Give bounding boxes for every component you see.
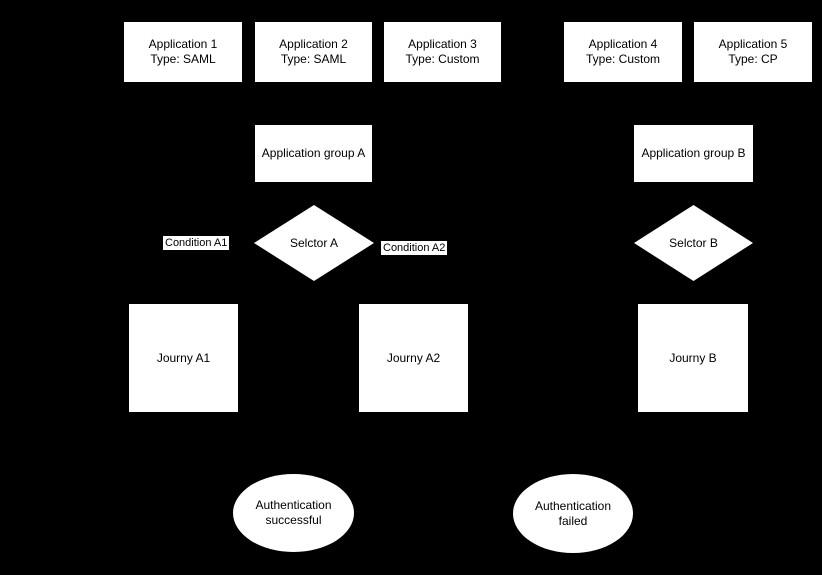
application-5-type: Type: CP	[728, 52, 778, 66]
selector-b-diamond: Selctor B	[634, 205, 753, 281]
application-1-type: Type: SAML	[150, 52, 216, 66]
auth-failed-ellipse: Authentication failed	[513, 474, 633, 553]
journey-a1-node: Journy A1	[129, 304, 238, 412]
application-group-a-node: Application group A	[255, 125, 372, 182]
selector-a-diamond: Selctor A	[254, 205, 374, 281]
application-4-type: Type: Custom	[585, 52, 661, 66]
application-4-node: Application 4 Type: Custom	[564, 22, 682, 82]
application-1-node: Application 1 Type: SAML	[124, 22, 242, 82]
application-group-b-node: Application group B	[634, 125, 753, 182]
selector-b-label: Selctor B	[669, 235, 718, 250]
application-3-node: Application 3 Type: Custom	[384, 22, 501, 82]
condition-a2-label: Condition A2	[381, 241, 448, 255]
application-3-name: Application 3	[408, 37, 477, 51]
application-2-type: Type: SAML	[280, 52, 347, 66]
journey-a2-label: Journy A2	[386, 350, 441, 365]
application-group-a-label: Application group A	[261, 146, 366, 160]
auth-failed-label: Authentication failed	[534, 498, 612, 528]
journey-a2-node: Journy A2	[359, 304, 468, 412]
application-2-node: Application 2 Type: SAML	[255, 22, 372, 82]
selector-a-label: Selctor A	[289, 235, 339, 250]
application-2-name: Application 2	[279, 37, 348, 51]
journey-a1-label: Journy A1	[156, 350, 211, 365]
application-5-name: Application 5	[718, 37, 788, 51]
application-4-name: Application 4	[588, 37, 658, 51]
condition-a1-label: Condition A1	[163, 236, 230, 250]
application-1-name: Application 1	[148, 37, 218, 51]
journey-b-label: Journy B	[669, 350, 717, 365]
journey-b-node: Journy B	[638, 304, 748, 412]
application-group-b-label: Application group B	[641, 146, 746, 160]
auth-successful-ellipse: Authentication successful	[233, 474, 354, 552]
application-3-type: Type: Custom	[405, 52, 480, 66]
auth-successful-label: Authentication successful	[255, 498, 332, 527]
application-5-node: Application 5 Type: CP	[694, 22, 812, 82]
